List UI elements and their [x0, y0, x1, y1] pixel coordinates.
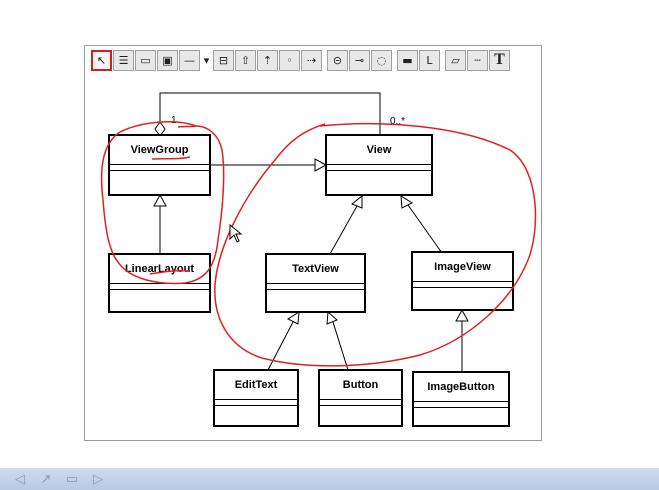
slide-menu-icon[interactable]: ▭ — [65, 471, 79, 487]
generalization-arrow-icon: ⇧ — [240, 53, 251, 67]
class-name: ImageView — [413, 253, 512, 282]
generalization-arrowhead — [326, 310, 338, 325]
red-underline-viewgroup — [151, 156, 191, 160]
class-attributes — [320, 400, 401, 406]
interface-lollipop-tool-button[interactable]: ⊸ — [349, 49, 370, 71]
generalization-arrowhead — [314, 158, 328, 172]
frame-tool-button[interactable]: ▱ — [445, 49, 466, 71]
actor-tool-button[interactable]: ⊝ — [327, 49, 348, 71]
aggregation-line[interactable] — [159, 92, 381, 135]
class-attributes — [413, 282, 512, 288]
class-name: TextView — [267, 255, 364, 284]
text-tool-button[interactable]: T — [489, 49, 510, 71]
component-icon: ▬ — [402, 53, 413, 67]
class-name: View — [327, 136, 431, 165]
interface-tool-button[interactable]: ⊟ — [213, 49, 234, 71]
class-name: ViewGroup — [110, 136, 209, 165]
previous-slide-icon[interactable]: ◁ — [15, 471, 25, 487]
generalization-line[interactable] — [329, 205, 358, 255]
line-tool-button[interactable]: ┄ — [467, 49, 488, 71]
class-name: EditText — [215, 371, 297, 400]
text-t-icon: T — [494, 51, 505, 68]
generalization-tool-button[interactable]: ⇧ — [235, 49, 256, 71]
select-arrow-icon: ↖ — [96, 53, 107, 67]
generalization-arrowhead — [351, 194, 363, 209]
class-textview[interactable]: TextView — [265, 253, 366, 313]
class-imageview[interactable]: ImageView — [411, 251, 514, 311]
actor-icon: ⊝ — [332, 53, 343, 67]
generalization-arrowhead — [455, 308, 469, 322]
interface-icon: ⊟ — [218, 53, 229, 67]
class-name: LinearLayout — [110, 255, 209, 284]
class-attributes — [267, 284, 364, 290]
note-tool-button[interactable]: L — [419, 49, 440, 71]
lollipop-icon: ⊸ — [354, 53, 365, 67]
red-tick-aggregation — [177, 125, 197, 128]
mouse-cursor-icon — [229, 224, 243, 243]
class-view[interactable]: View — [325, 134, 433, 196]
select-tool-button[interactable]: ↖ — [91, 49, 112, 71]
package-tool-button[interactable]: ▭ — [135, 49, 156, 71]
multiplicity-view: 0..* — [390, 116, 406, 127]
realization-arrow-icon: ⇡ — [262, 53, 273, 67]
association-line-icon: — — [184, 53, 195, 67]
slide-screen: ↖ ☰ ▭ ▣ — ▾ ⊟ ⇧ ⇡ ◦ ⇢ ⊝ ⊸ ◌ ▬ L ▱ ┄ T — [0, 0, 659, 468]
generalization-line[interactable] — [267, 321, 294, 371]
class-attributes — [110, 165, 209, 171]
dotted-line-icon: ┄ — [474, 53, 481, 67]
red-circle-viewgroup — [100, 121, 225, 285]
next-slide-icon[interactable]: ▷ — [93, 471, 103, 487]
state-circle-icon: ◌ — [376, 53, 387, 67]
package-icon: ▭ — [140, 53, 151, 67]
small-circle-icon: ◦ — [286, 53, 293, 67]
generalization-line[interactable] — [332, 321, 349, 371]
association-dropdown-button[interactable]: ▾ — [201, 50, 212, 71]
class-linearlayout[interactable]: LinearLayout — [108, 253, 211, 313]
class-edittext[interactable]: EditText — [213, 369, 299, 427]
package-with-class-icon: ▣ — [162, 53, 173, 67]
red-underline-linearlayout — [149, 270, 191, 275]
presentation-nav-bar: ◁ ↗ ▭ ▷ — [0, 468, 659, 490]
class-viewgroup[interactable]: ViewGroup — [108, 134, 211, 196]
multiplicity-viewgroup: 1 — [171, 115, 177, 126]
class-attributes — [110, 284, 209, 290]
component-tool-button[interactable]: ▬ — [397, 49, 418, 71]
generalization-arrowhead — [400, 195, 414, 209]
generalization-arrowhead — [153, 193, 167, 207]
annotation-layer — [100, 121, 537, 367]
generalization-arrowhead — [286, 311, 300, 325]
class-tool-button[interactable]: ☰ — [113, 49, 134, 71]
dependency-tool-button[interactable]: ⇢ — [301, 49, 322, 71]
association-tool-button[interactable]: — — [179, 49, 200, 71]
dashed-arrow-icon: ⇢ — [306, 53, 317, 67]
diagram-canvas — [153, 92, 469, 372]
class-name: Button — [320, 371, 401, 400]
red-circle-view-hierarchy — [214, 122, 537, 367]
node-tool-button[interactable]: ◦ — [279, 49, 300, 71]
state-tool-button[interactable]: ◌ — [371, 49, 392, 71]
class-attributes — [215, 400, 297, 406]
class-icon: ☰ — [118, 53, 129, 67]
pen-tool-icon[interactable]: ↗ — [40, 471, 52, 487]
frame-icon: ▱ — [451, 53, 460, 67]
uml-toolbar: ↖ ☰ ▭ ▣ — ▾ ⊟ ⇧ ⇡ ◦ ⇢ ⊝ ⊸ ◌ ▬ L ▱ ┄ T — [91, 49, 511, 71]
note-corner-icon: L — [426, 53, 433, 67]
chevron-down-icon: ▾ — [203, 53, 210, 67]
realization-tool-button[interactable]: ⇡ — [257, 49, 278, 71]
class-button[interactable]: Button — [318, 369, 403, 427]
class-attributes — [327, 165, 431, 171]
package-with-class-tool-button[interactable]: ▣ — [157, 49, 178, 71]
class-name: ImageButton — [414, 373, 508, 402]
class-attributes — [414, 402, 508, 408]
generalization-line[interactable] — [407, 204, 443, 254]
class-imagebutton[interactable]: ImageButton — [412, 371, 510, 427]
